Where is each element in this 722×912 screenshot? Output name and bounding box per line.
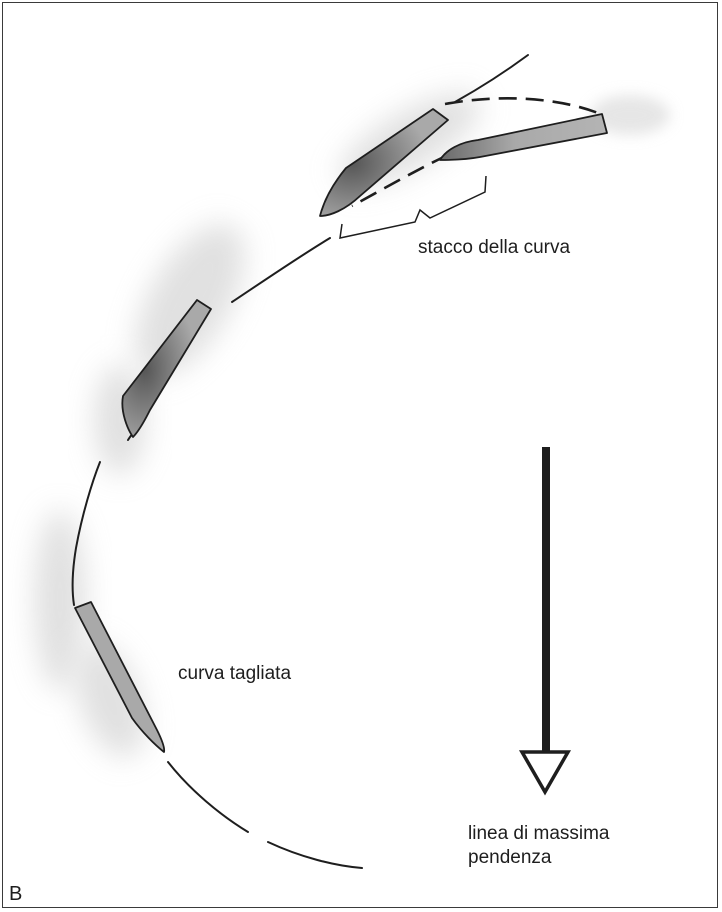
fall-line-arrow bbox=[522, 447, 568, 792]
label-linea-line1: linea di massima bbox=[468, 822, 610, 846]
track-lower-arc-1 bbox=[168, 762, 248, 832]
label-linea-di-massima-pendenza: linea di massima pendenza bbox=[468, 822, 610, 870]
track-lower-arc-2 bbox=[268, 842, 362, 868]
track-upper-arc bbox=[232, 238, 330, 302]
label-stacco-della-curva: stacco della curva bbox=[418, 236, 570, 260]
track-top-segment bbox=[455, 55, 528, 102]
arrow-head-icon bbox=[522, 752, 568, 792]
ski-track bbox=[73, 55, 528, 868]
label-linea-line2: pendenza bbox=[468, 846, 610, 870]
label-curva-tagliata: curva tagliata bbox=[178, 662, 291, 686]
panel-letter: B bbox=[9, 882, 22, 906]
